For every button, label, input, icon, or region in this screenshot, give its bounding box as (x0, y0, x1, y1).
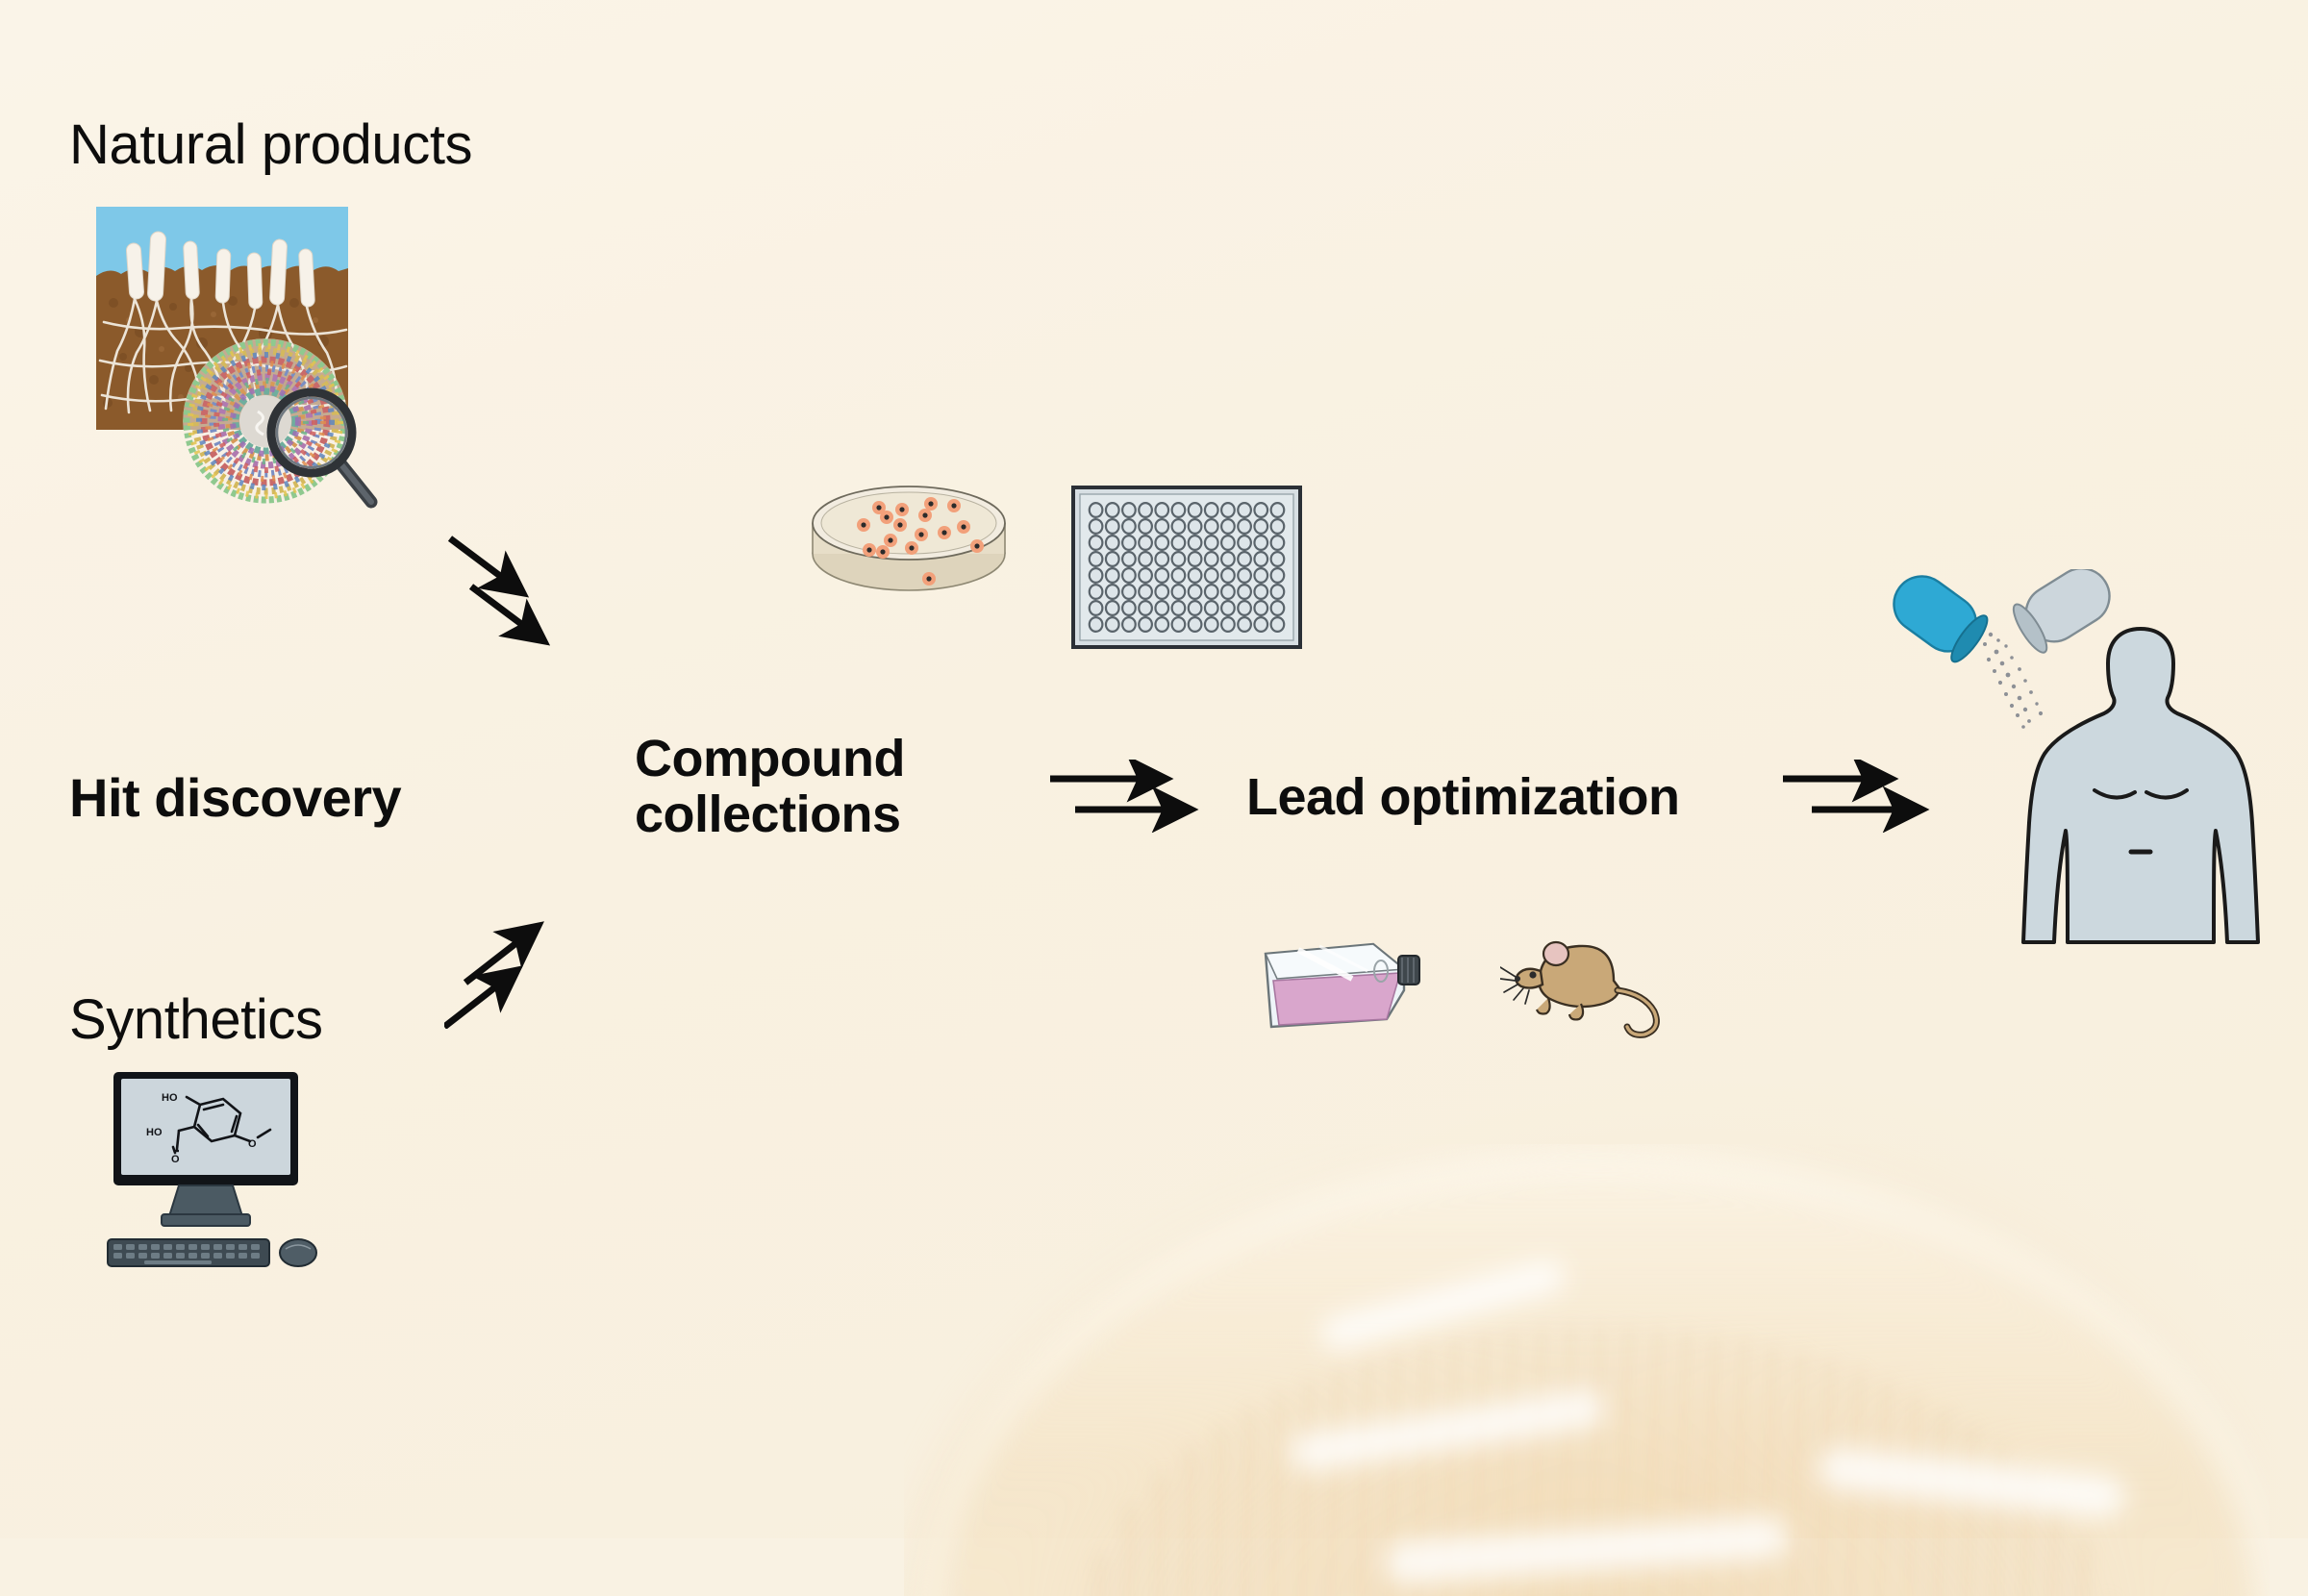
svg-text:HO: HO (162, 1092, 178, 1104)
lead-optimization-label: Lead optimization (1246, 768, 1680, 826)
96-well-microplate-icon (1071, 486, 1302, 649)
open-capsule-icon (1883, 567, 2123, 761)
circular-genome-map-icon (179, 335, 352, 508)
arrow-natural-to-compound (444, 531, 606, 677)
arrow-lead-to-human (1781, 755, 1954, 834)
natural-products-label: Natural products (69, 113, 473, 176)
arrow-compound-to-lead (1048, 755, 1221, 834)
magnifying-glass-icon (265, 385, 385, 510)
svg-text:O: O (171, 1154, 180, 1165)
svg-text:HO: HO (146, 1127, 163, 1138)
hit-discovery-label: Hit discovery (69, 767, 402, 828)
cell-culture-flask-icon (1260, 931, 1442, 1048)
compound-collections-label: Compound collections (635, 730, 905, 844)
laboratory-mouse-icon (1499, 921, 1683, 1046)
petri-dish-icon (804, 481, 1014, 598)
arrow-synthetics-to-compound (441, 883, 606, 1030)
desktop-computer-icon: HO HO O O (87, 1070, 356, 1282)
synthetics-label: Synthetics (69, 988, 323, 1051)
human-torso-silhouette-icon (2012, 625, 2270, 950)
svg-text:O: O (248, 1138, 257, 1150)
blurred-agar-plate-background (904, 1144, 2270, 1596)
